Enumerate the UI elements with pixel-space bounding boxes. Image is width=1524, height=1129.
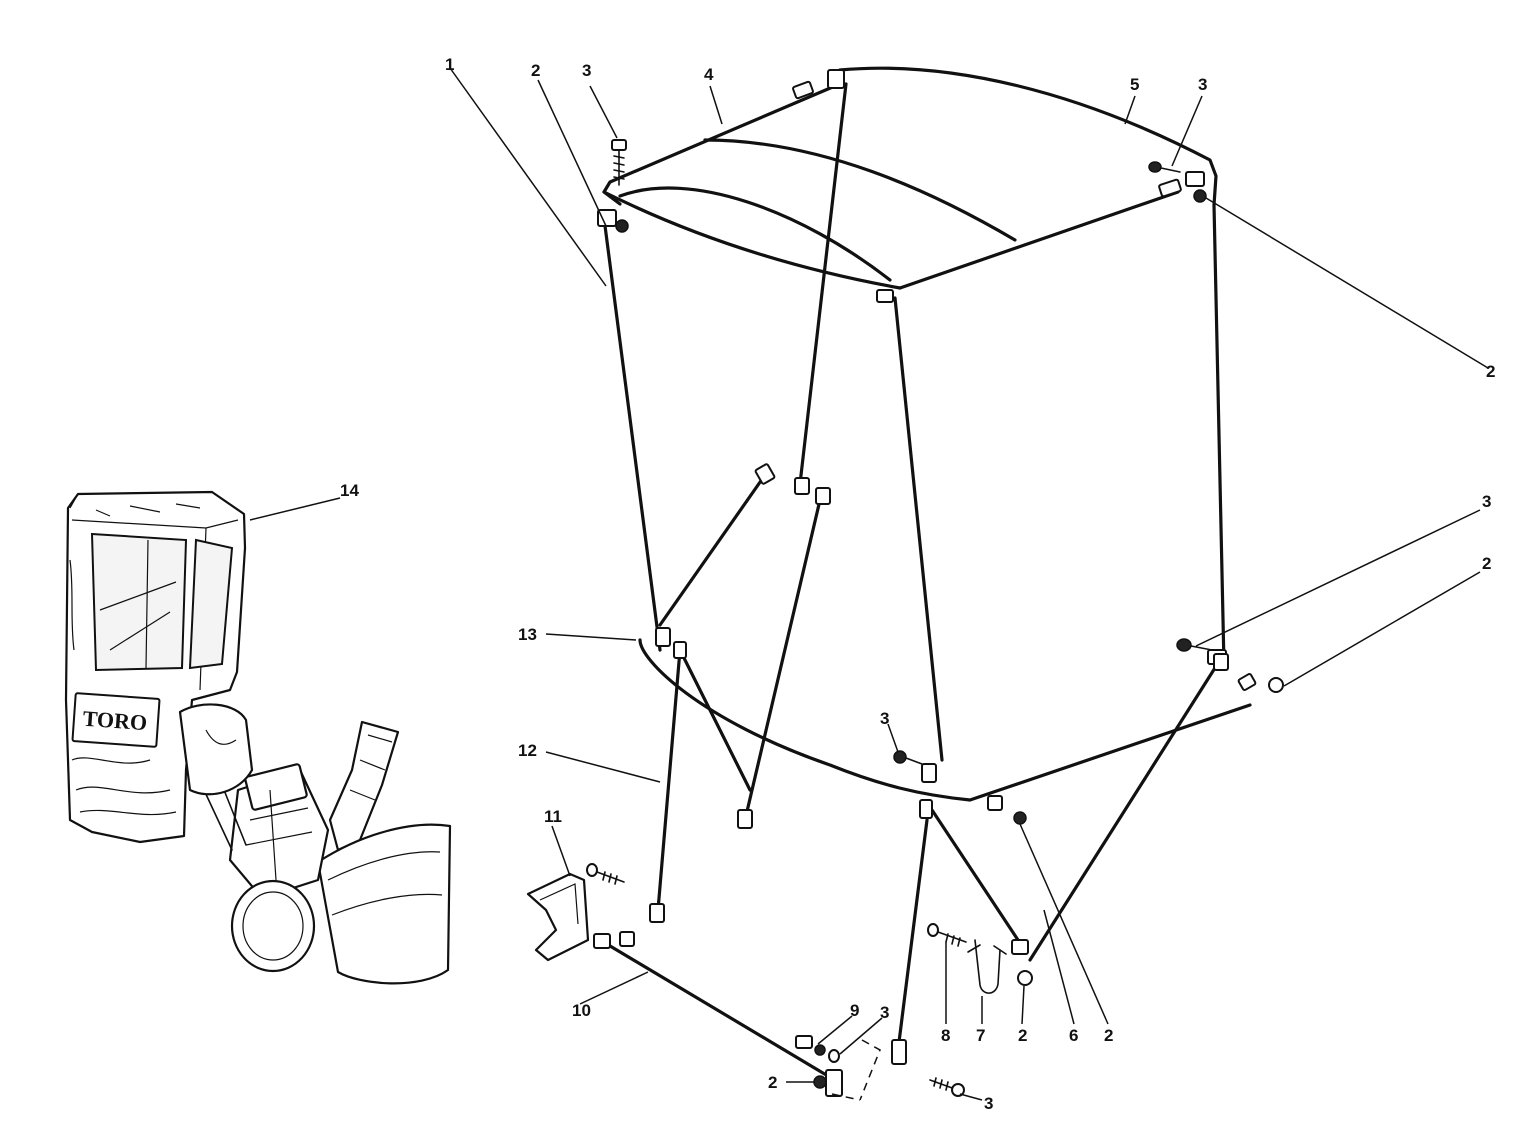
callout-9: 9 — [850, 1001, 859, 1020]
callout-11: 11 — [544, 807, 562, 826]
callout-1: 1 — [445, 55, 454, 74]
callout-3-top-right: 3 — [1198, 75, 1207, 94]
callout-2-top-left: 2 — [531, 61, 540, 80]
snowthrower-with-cab-illustration: TORO — [64, 490, 452, 985]
cab-frame — [598, 66, 1252, 1084]
callout-labels: 1 2 3 4 5 3 2 3 2 14 13 12 11 3 10 9 3 2… — [340, 55, 1495, 1113]
toro-logo-text: TORO — [82, 706, 148, 735]
callout-4: 4 — [704, 65, 714, 84]
callout-13: 13 — [518, 625, 537, 644]
callout-2-bottom-mid: 2 — [1018, 1026, 1027, 1045]
callout-10: 10 — [572, 1001, 591, 1020]
callout-8: 8 — [941, 1026, 950, 1045]
callout-2-right-mid: 2 — [1482, 554, 1491, 573]
callout-12: 12 — [518, 741, 537, 760]
callout-2-bottom: 2 — [768, 1073, 777, 1092]
callout-14: 14 — [340, 481, 359, 500]
callout-5: 5 — [1130, 75, 1139, 94]
callout-7: 7 — [976, 1026, 985, 1045]
callout-3-right-mid: 3 — [1482, 492, 1491, 511]
callout-3-bottom-a: 3 — [880, 1003, 889, 1022]
callout-2-right-upper: 2 — [1486, 362, 1495, 381]
callout-3-bottom-b: 3 — [984, 1094, 993, 1113]
callout-6: 6 — [1069, 1026, 1078, 1045]
callout-3-top-left: 3 — [582, 61, 591, 80]
callout-2-bottom-right: 2 — [1104, 1026, 1113, 1045]
hardware — [526, 69, 1284, 1097]
leader-lines — [249, 67, 1489, 1101]
callout-3-center: 3 — [880, 709, 889, 728]
